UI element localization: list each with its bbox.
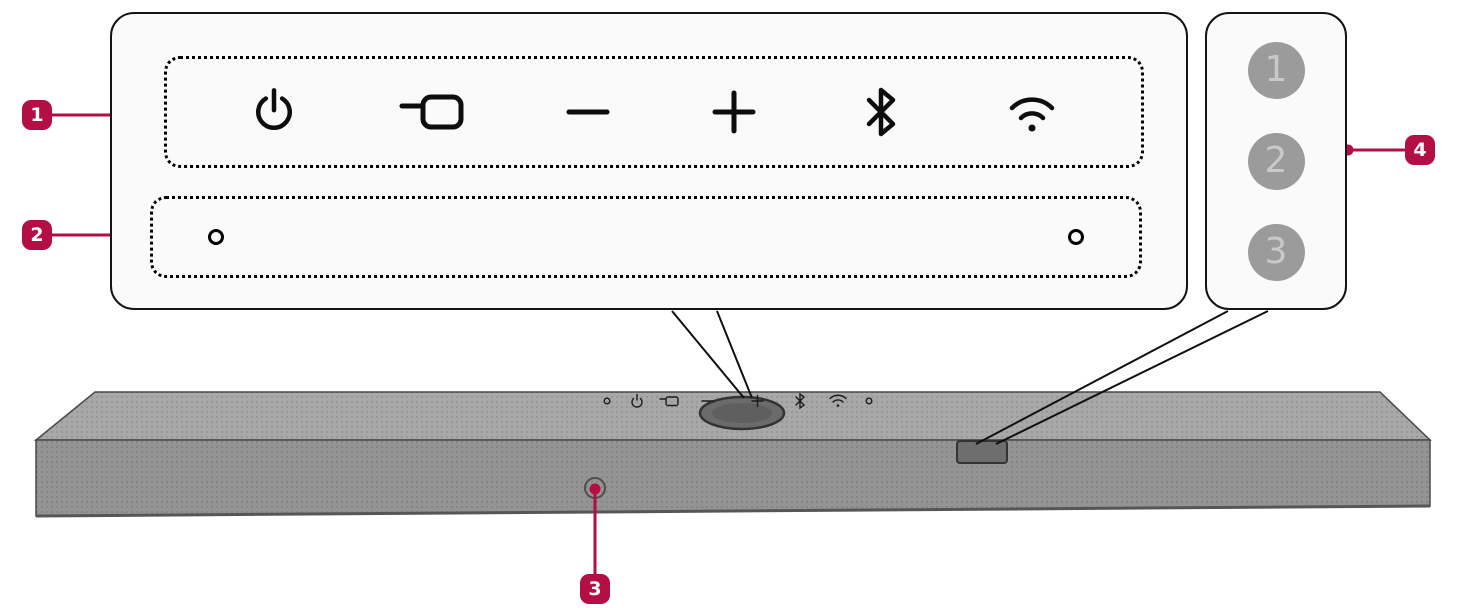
control-keys-zone [164,56,1144,168]
callout-3-dot [589,483,601,495]
mini-power-icon [631,393,643,408]
wifi-icon [1003,86,1061,138]
callout-badge-2-number: 2 [30,224,44,246]
bluetooth-icon [857,84,905,140]
soundbar-center-knob-inner [712,403,772,423]
input-icon [399,90,465,134]
side-panel-pointer-left [975,310,1229,445]
soundbar-body [33,391,1432,518]
main-panel-pointer-right [716,310,753,399]
callout-badge-1: 1 [22,100,52,130]
mini-bluetooth-icon [795,392,806,410]
microphone-right-icon [1068,229,1084,245]
mini-led-left-icon [603,397,611,405]
side-button-3-label: 3 [1264,231,1288,272]
mini-input-icon [659,396,679,407]
power-icon [247,85,301,139]
volume-down-icon [564,88,612,136]
callout-badge-2: 2 [22,220,52,250]
callout-badge-4: 4 [1405,135,1435,165]
side-buttons-callout: 1 2 3 [1205,12,1347,310]
callout-badge-3: 3 [580,574,610,604]
mini-led-right-icon [865,397,873,405]
side-button-block [956,440,1008,464]
main-panel-pointer-left [671,310,745,399]
side-button-1-label: 1 [1264,49,1288,90]
soundbar-bottom-edge [35,504,1431,518]
top-panel-callout [110,12,1188,310]
soundbar-control-icons [603,392,873,410]
callout-pointer-lines [671,310,1269,445]
microphone-zone [150,196,1142,278]
callout-badge-3-number: 3 [588,578,602,600]
mini-volume-up-icon [751,394,764,408]
soundbar-front-face-texture [36,440,1430,516]
microphone-left-icon [208,229,224,245]
volume-up-icon [710,88,758,136]
side-button-1: 1 [1247,41,1305,99]
callout-badge-1-number: 1 [30,104,44,126]
callout-badge-4-number: 4 [1413,139,1427,161]
side-button-3: 3 [1247,223,1305,281]
side-button-2: 2 [1247,132,1305,190]
side-panel-pointer-right [995,310,1269,445]
mini-wifi-icon [829,394,847,407]
side-button-2-label: 2 [1264,140,1288,181]
